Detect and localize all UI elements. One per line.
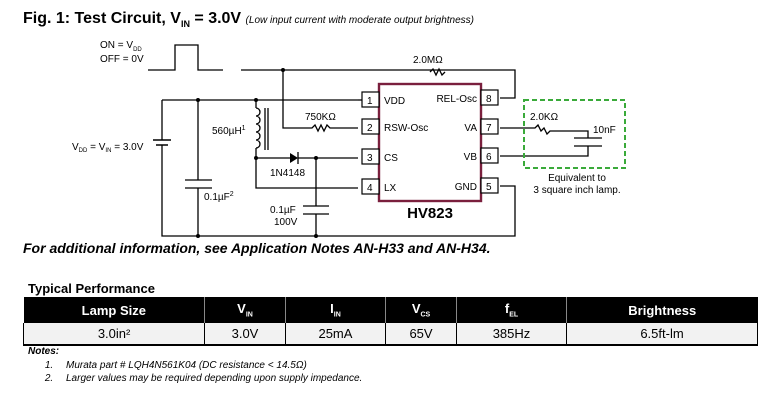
performance-title: Typical Performance xyxy=(28,281,155,296)
header-vin: VIN xyxy=(204,297,286,323)
switch-pulse xyxy=(148,44,223,71)
pin-7-name: VA xyxy=(464,123,477,134)
header-brightness: Brightness xyxy=(566,297,758,323)
note-item: Murata part # LQH4N561K04 (DC resistance… xyxy=(56,359,362,372)
cell-vcs: 65V xyxy=(385,323,457,346)
lamp-caption-line1: Equivalent to xyxy=(548,173,606,184)
title-note: (Low input current with moderate output … xyxy=(245,15,474,26)
cell-iin: 25mA xyxy=(284,323,386,346)
header-fel: fEL xyxy=(455,297,567,323)
note-item: Larger values may be required depending … xyxy=(56,372,362,385)
circuit-schematic: ON = VDD OFF = 0V VDD = VIN = 3.0V 560µH… xyxy=(72,40,626,238)
cell-vin: 3.0V xyxy=(204,323,286,346)
notes-heading: Notes: xyxy=(28,346,60,357)
cap-cs-voltage: 100V xyxy=(274,217,298,228)
cap-cs-symbol xyxy=(303,158,329,236)
cell-lamp-size: 3.0in² xyxy=(22,323,205,346)
diode-label: 1N4148 xyxy=(270,168,305,179)
table-header-row: Lamp Size VIN IIN VCS fEL Brightness xyxy=(23,297,758,323)
cell-fel: 385Hz xyxy=(455,323,567,346)
pin-1-number: 1 xyxy=(367,96,373,107)
table-row: 3.0in² 3.0V 25mA 65V 385Hz 6.5ft-lm xyxy=(22,323,758,346)
title-text: Fig. 1: Test Circuit, V xyxy=(23,10,181,27)
lamp-equivalent-box xyxy=(523,99,626,169)
cap-cs-value: 0.1µF xyxy=(270,205,296,216)
pin-5-name: GND xyxy=(455,182,477,193)
pin-4-name: LX xyxy=(384,183,397,194)
cell-brightness: 6.5ft-lm xyxy=(566,323,758,346)
header-iin: IIN xyxy=(284,297,386,323)
cap-input-symbol xyxy=(185,179,212,189)
pin-8-name: REL-Osc xyxy=(436,94,477,105)
header-vcs: VCS xyxy=(385,297,457,323)
switch-on-label: ON = VDD xyxy=(100,40,142,53)
pin-7-number: 7 xyxy=(486,123,492,134)
inductor-label: 560µH1 xyxy=(212,125,246,137)
additional-info: For additional information, see Applicat… xyxy=(23,240,491,256)
ic-name: HV823 xyxy=(407,205,453,222)
wire-top-rel xyxy=(241,69,516,99)
figure-title: Fig. 1: Test Circuit, VIN = 3.0V (Low in… xyxy=(23,10,474,29)
resistor-750k xyxy=(282,70,358,133)
title-subscript: IN xyxy=(180,19,190,30)
cap-input-label: 0.1µF2 xyxy=(204,191,234,203)
resistor-2m-label: 2.0MΩ xyxy=(413,55,443,66)
switch-off-label: OFF = 0V xyxy=(100,54,144,65)
pin-3-number: 3 xyxy=(367,153,373,164)
wire-ground-rail xyxy=(161,152,358,237)
title-value: = 3.0V xyxy=(189,10,246,27)
lamp-cap-label: 10nF xyxy=(593,125,616,136)
pin-1-name: VDD xyxy=(384,96,405,107)
pin-5-number: 5 xyxy=(486,182,492,193)
ic-body xyxy=(377,82,483,203)
lamp-caption-line2: 3 square inch lamp. xyxy=(533,185,620,196)
resistor-2m xyxy=(429,67,446,77)
pin-3-name: CS xyxy=(384,153,398,164)
supply-label: VDD = VIN = 3.0V xyxy=(72,142,144,154)
performance-table: Lamp Size VIN IIN VCS fEL Brightness 3.0… xyxy=(22,297,758,346)
resistor-750k-label: 750KΩ xyxy=(305,112,336,123)
lamp-cap-symbol xyxy=(574,137,602,147)
diode-symbol xyxy=(290,153,298,163)
notes: Notes: Murata part # LQH4N561K04 (DC res… xyxy=(28,346,362,385)
pin-2-number: 2 xyxy=(367,123,373,134)
pin-6-name: VB xyxy=(464,152,478,163)
inductor-symbol xyxy=(255,107,261,149)
header-lamp-size: Lamp Size xyxy=(23,297,205,323)
lamp-resistor-label: 2.0KΩ xyxy=(530,112,559,123)
pin-4-number: 4 xyxy=(367,183,373,194)
pin-6-number: 6 xyxy=(486,152,492,163)
pin-8-number: 8 xyxy=(486,94,492,105)
pin-2-name: RSW-Osc xyxy=(384,123,428,134)
battery-symbol xyxy=(153,139,171,146)
